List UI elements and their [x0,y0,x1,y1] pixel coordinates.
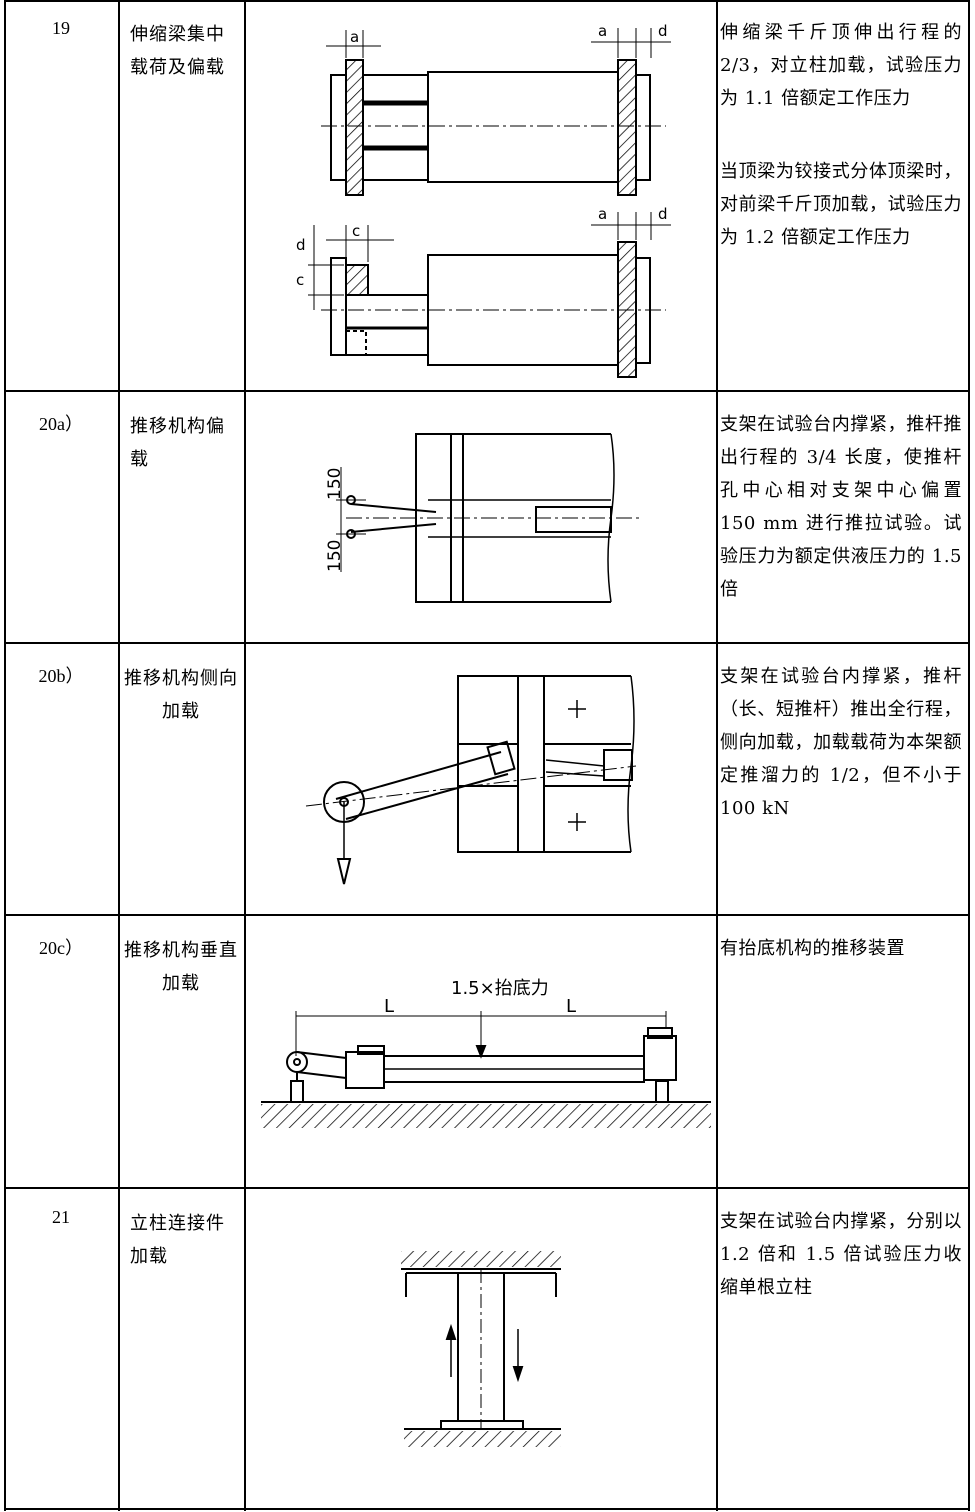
row-description: 支架在试验台内撑紧，推杆推出行程的 3/4 长度，使推杆孔中心相对支架中心偏置 … [720,408,962,606]
table-rule [4,642,970,644]
table-rule [4,1187,970,1189]
row-number: 20c） [39,938,83,958]
row-description: 支架在试验台内撑紧，分别以 1.2 倍和 1.5 倍试验压力收缩单根立柱 [720,1205,962,1304]
table-row: 20c） 推移机构垂直加载 [4,916,970,1187]
row-description: 有抬底机构的推移装置 [720,932,962,965]
dim-a-label: a [350,28,359,46]
row-name: 立柱连接件加载 [130,1213,225,1267]
figure-20b [246,644,716,914]
table-rule [716,0,718,1511]
row-number: 21 [52,1207,70,1227]
table-rule [968,0,970,1511]
dim-a-label: a [598,22,607,40]
figure-20a: 150 150 [246,392,716,642]
description-text: 支架在试验台内撑紧，分别以 1.2 倍和 1.5 倍试验压力收缩单根立柱 [720,1211,962,1298]
table-row: 20a） 推移机构偏载 [4,392,970,642]
dim-a-label: a [598,205,607,223]
dim-d-label: d [658,22,668,40]
table-row: 20b） 推移机构侧向加载 [4,644,970,914]
description-text: 支架在试验台内撑紧，推杆推出行程的 3/4 长度，使推杆孔中心相对支架中心偏置 … [720,414,962,600]
figure-21 [246,1189,716,1508]
span-l-label: L [566,996,576,1017]
description-text: 伸缩梁千斤顶伸出行程的2/3，对立柱加载，试验压力为 1.1 倍额定工作压力 [720,22,962,109]
description-text: 当顶梁为铰接式分体顶梁时，对前梁千斤顶加载，试验压力为 1.2 倍额定工作压力 [720,161,962,248]
dim-d-label: d [658,205,668,223]
description-text: 支架在试验台内撑紧，推杆（长、短推杆）推出全行程，侧向加载，加载载荷为本架额定推… [720,666,962,819]
dim-c-label: c [352,222,360,240]
figure-19: a a d a d c d c [246,0,716,390]
table-rule [4,914,970,916]
offset-label: 150 [325,540,345,572]
row-description: 支架在试验台内撑紧，推杆（长、短推杆）推出全行程，侧向加载，加载载荷为本架额定推… [720,660,962,825]
span-l-label: L [384,996,394,1017]
test-table: 19 伸缩梁集中载荷及偏载 [4,0,970,1511]
table-row: 21 立柱连接件加载 [4,1189,970,1508]
row-number: 19 [52,18,70,38]
dim-d-label: d [296,236,306,254]
row-number: 20b） [38,666,84,686]
row-number: 20a） [39,414,83,434]
table-rule [118,0,120,1511]
table-rule [244,0,246,1511]
offset-label: 150 [325,468,345,500]
table-rule [4,0,6,1511]
row-name: 推移机构垂直加载 [124,940,238,994]
table-rule [4,1508,970,1510]
description-text: 有抬底机构的推移装置 [720,938,905,959]
table-rule [4,0,970,2]
row-name: 推移机构侧向加载 [124,668,238,722]
table-rule [4,390,970,392]
load-label: 1.5×抬底力 [451,978,549,999]
row-description: 伸缩梁千斤顶伸出行程的2/3，对立柱加载，试验压力为 1.1 倍额定工作压力 当… [720,16,962,254]
row-name: 推移机构偏载 [130,416,225,470]
row-name: 伸缩梁集中载荷及偏载 [130,24,225,78]
dim-c-label: c [296,271,304,289]
table-row: 19 伸缩梁集中载荷及偏载 [4,0,970,390]
figure-20c: 1.5×抬底力 L L [246,916,716,1187]
